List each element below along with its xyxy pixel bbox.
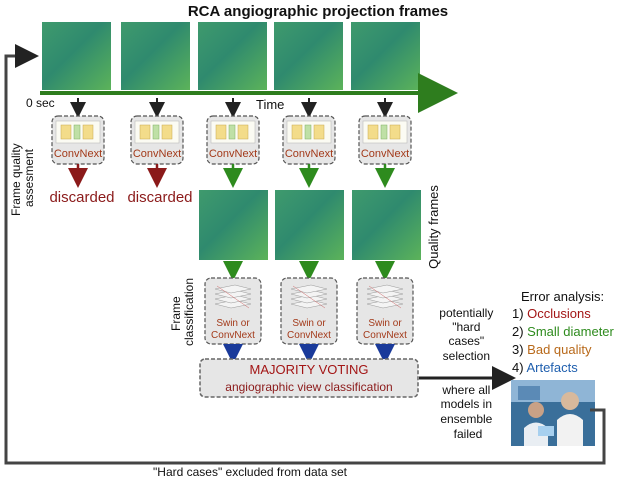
angio-frame — [198, 22, 267, 90]
convnext-label: ConvNext — [133, 148, 181, 160]
frame-classification-label: Frame classification — [169, 278, 196, 346]
angio-frame — [275, 190, 344, 260]
excluded-label: "Hard cases" excluded from data set — [153, 465, 348, 479]
frame-row-top — [42, 22, 420, 90]
frame-quality-label: Frame quality assesment — [9, 140, 36, 216]
error-analysis-item: 3) Bad quality — [512, 342, 592, 357]
time-start-label: 0 sec — [26, 96, 55, 110]
quality-frames-label: Quality frames — [426, 185, 441, 269]
diagram-title: RCA angiographic projection frames — [188, 3, 448, 20]
angio-frame — [351, 22, 420, 90]
error-analysis-list: 1) Occlusions 2) Small diameter 3) Bad qua… — [512, 306, 615, 375]
angio-frame — [42, 22, 111, 90]
convnext-model-box: ConvNext — [282, 115, 336, 165]
error-analysis-item: 1) Occlusions — [512, 306, 591, 321]
majority-voting-box: MAJORITY VOTING angiographic view classi… — [199, 358, 419, 398]
frame-row-quality — [199, 190, 421, 260]
convnext-label: ConvNext — [285, 148, 333, 160]
convnext-label: ConvNext — [54, 148, 102, 160]
convnext-label: ConvNext — [361, 148, 409, 160]
angio-frame — [121, 22, 190, 90]
convnext-model-box: ConvNext — [51, 115, 105, 165]
doctor-photo — [511, 380, 595, 446]
hard-cases-note: potentially "hard cases" selection where… — [439, 306, 496, 441]
error-analysis-title: Error analysis: — [521, 289, 604, 304]
frame-to-model-arrows — [70, 98, 393, 118]
discarded-label: discarded — [127, 189, 192, 206]
view-classification-label: angiographic view classification — [225, 380, 392, 394]
convnext-model-box: ConvNext — [130, 115, 184, 165]
error-analysis-item: 2) Small diameter — [512, 324, 615, 339]
error-analysis-item: 4) Artefacts — [512, 360, 578, 375]
majority-voting-label: MAJORITY VOTING — [250, 362, 369, 377]
convnext-label: ConvNext — [209, 148, 257, 160]
time-label: Time — [256, 97, 284, 112]
discarded-label: discarded — [49, 189, 114, 206]
feedback-loop-arrow — [4, 44, 606, 465]
convnext-model-box: ConvNext — [206, 115, 260, 165]
angio-frame — [274, 22, 343, 90]
angio-frame — [199, 190, 268, 260]
angio-frame — [352, 190, 421, 260]
convnext-model-box: ConvNext — [358, 115, 412, 165]
